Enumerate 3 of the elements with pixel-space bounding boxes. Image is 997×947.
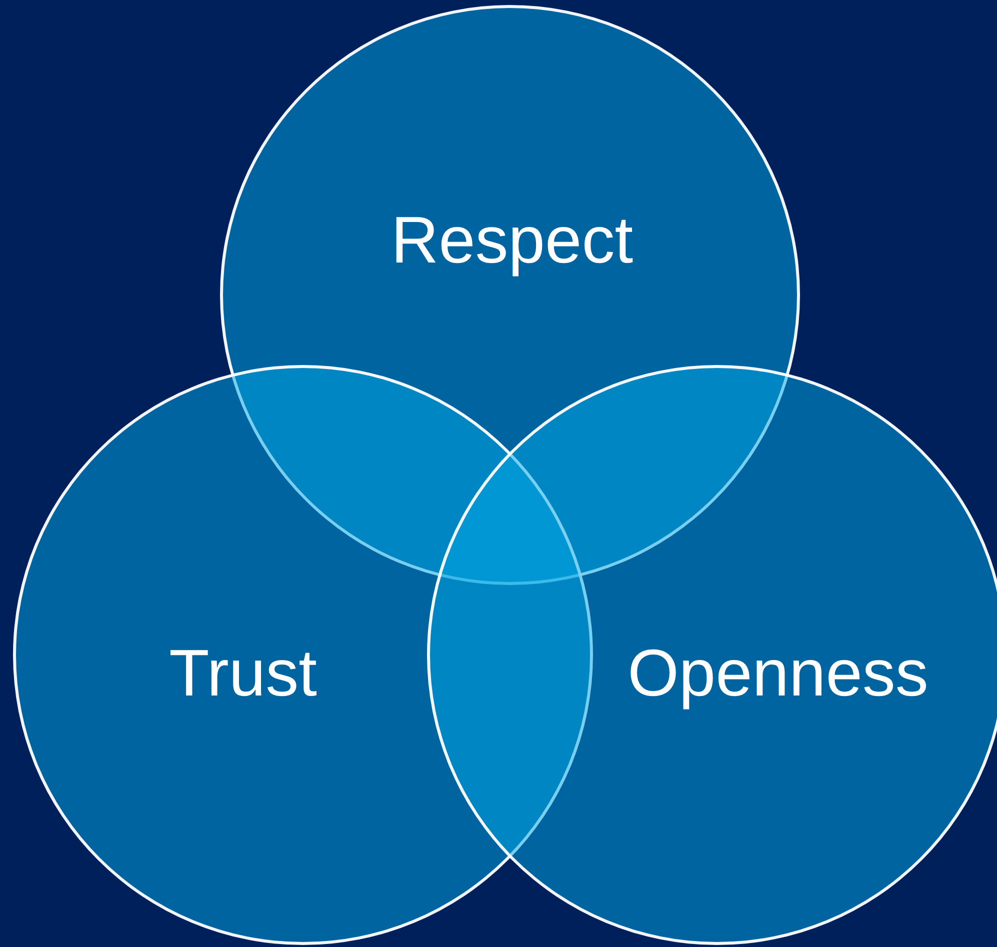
circle-label: Respect (390, 204, 634, 276)
circle-label: Openness (628, 636, 928, 710)
circle-label: Trust (169, 636, 317, 710)
